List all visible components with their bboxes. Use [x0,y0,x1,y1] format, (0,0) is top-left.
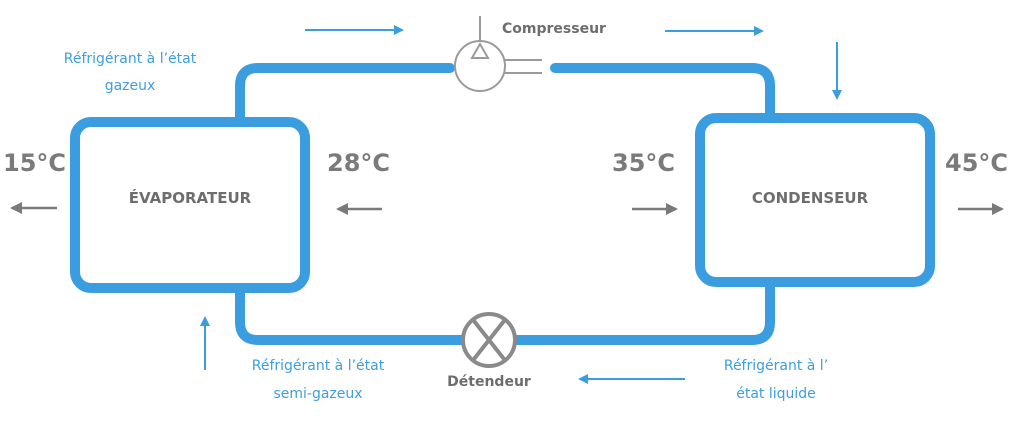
state-semi-line1: Réfrigérant à l’état [252,358,385,374]
pipe-bottom-right [512,280,775,345]
temp-cond-in: 35°C [612,149,675,177]
pipe-top-right [550,63,775,125]
pipe-bottom-left [235,285,467,345]
state-liquid-line2: état liquide [736,386,816,402]
state-semi-line2: semi-gazeux [273,386,362,402]
temp-cond-out: 45°C [945,149,1008,177]
temp-evap-in: 28°C [327,149,390,177]
expansion-valve-symbol [461,312,517,368]
condenser-label: CONDENSEUR [752,189,869,207]
temp-evap-out: 15°C [3,149,66,177]
compressor-symbol [454,16,542,92]
evaporator-label: ÉVAPORATEUR [129,188,252,207]
compressor-label: Compresseur [502,21,606,37]
evaporator-box [70,117,310,293]
state-gas-line1: Réfrigérant à l’état [64,51,197,67]
state-liquid-line1: Réfrigérant à l’ [724,358,828,374]
condenser-box [695,113,935,287]
pipe-top-left [235,63,455,125]
expansion-valve-label: Détendeur [447,374,531,390]
state-gas-line2: gazeux [105,78,156,94]
